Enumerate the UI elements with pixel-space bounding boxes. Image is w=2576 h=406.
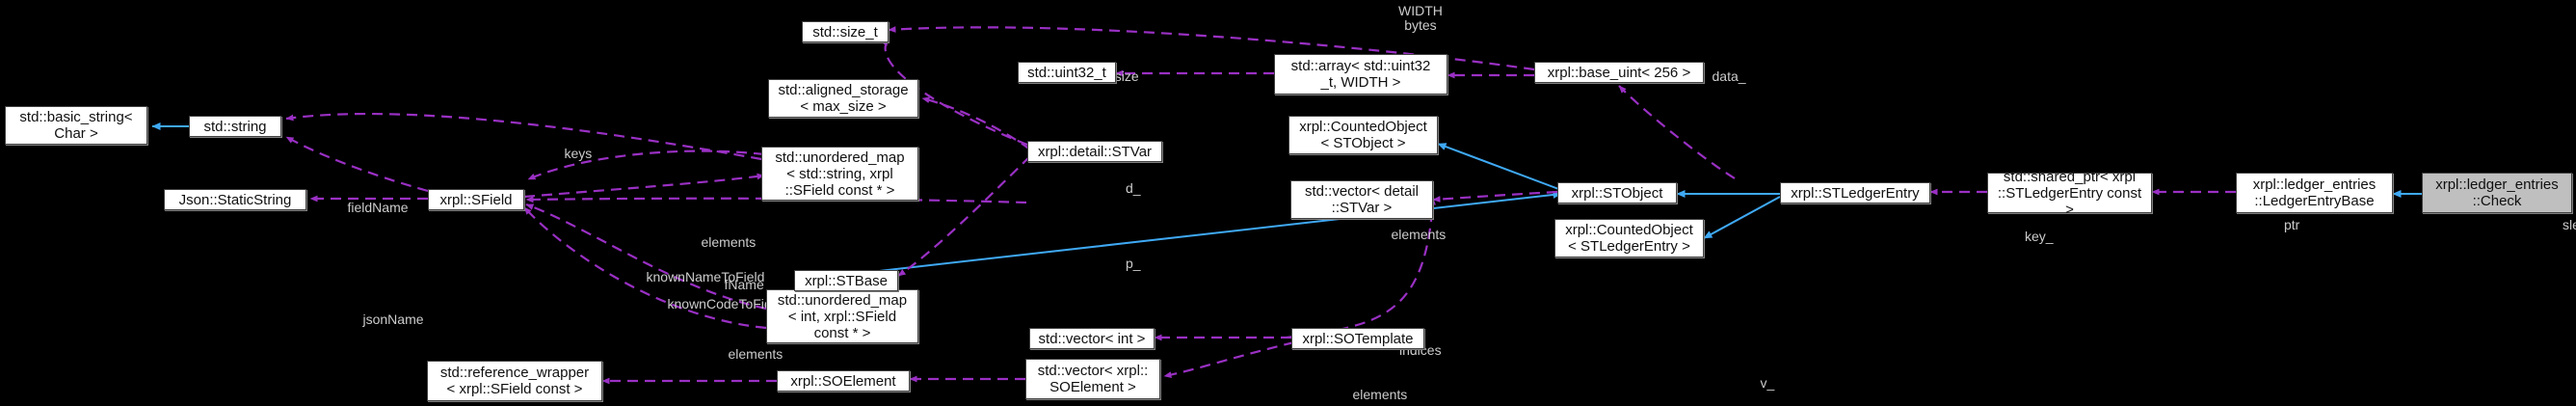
edge-label-elements-sfield: elements: [701, 234, 757, 250]
node-xrpl-stledgerentry[interactable]: xrpl::STLedgerEntry: [1780, 182, 1930, 203]
node-std-basic-string[interactable]: std::basic_string< Char >: [5, 106, 147, 145]
node-unordered-map-string[interactable]: std::unordered_map < std::string, xrpl :…: [761, 147, 918, 201]
edge-label-elements-vecsoel: elements: [1352, 387, 1408, 402]
edge-label-v-underscore: v_: [1760, 375, 1775, 391]
edge-knowncodetofield: [525, 203, 767, 311]
edge-label-jsonname: jsonName: [362, 311, 424, 327]
node-json-staticstring[interactable]: Json::StaticString: [164, 189, 306, 210]
node-ledger-entries-check[interactable]: xrpl::ledger_entries ::Check: [2422, 173, 2572, 213]
node-std-string[interactable]: std::string: [189, 116, 281, 137]
node-countedobject-stobject[interactable]: xrpl::CountedObject < STObject >: [1288, 116, 1438, 154]
edge-label-keys: keys: [564, 146, 593, 161]
edge-stobject-inherits-stbase: [793, 190, 1562, 282]
node-std-shared-ptr-stle[interactable]: std::shared_ptr< xrpl ::STLedgerEntry co…: [1987, 169, 2152, 218]
edge-label-width-bytes: WIDTH bytes: [1398, 3, 1443, 33]
node-vector-detail-stvar[interactable]: std::vector< detail ::STVar >: [1290, 180, 1433, 219]
node-xrpl-sotemplate[interactable]: xrpl::SOTemplate: [1291, 328, 1424, 349]
edge-label-knowncodetofield: knownCodeToField: [667, 296, 783, 311]
edge-label-key-underscore: key_: [2025, 229, 2054, 244]
node-xrpl-sfield[interactable]: xrpl::SField: [428, 189, 524, 210]
node-std-array-uint32[interactable]: std::array< std::uint32 _t, WIDTH >: [1274, 54, 1447, 95]
node-std-size-t[interactable]: std::size_t: [802, 21, 889, 42]
node-xrpl-soelement[interactable]: xrpl::SOElement: [777, 370, 910, 392]
node-xrpl-stobject[interactable]: xrpl::STObject: [1557, 182, 1677, 203]
usage-edges: [285, 26, 2236, 385]
node-xrpl-detail-stvar[interactable]: xrpl::detail::STVar: [1027, 141, 1162, 162]
node-unordered-map-int[interactable]: std::unordered_map < int, xrpl::SField c…: [766, 289, 918, 343]
node-xrpl-stbase[interactable]: xrpl::STBase: [794, 270, 898, 291]
edge-label-d-underscore: d_: [1126, 180, 1141, 196]
node-std-vector-int[interactable]: std::vector< int >: [1029, 328, 1155, 349]
edge-label-ptr: ptr: [2284, 217, 2300, 232]
edge-label-data-underscore: data_: [1712, 68, 1746, 84]
edge-d-underscore: [921, 96, 1031, 150]
edge-knownnametofield: [523, 173, 765, 199]
edge-label-elements-stvar: elements: [1391, 227, 1447, 242]
node-std-uint32-t[interactable]: std::uint32_t: [1018, 62, 1116, 83]
edge-elements-vector-soelement: [1163, 340, 1295, 378]
edge-label-fname: fName: [724, 277, 764, 292]
node-reference-wrapper-sfield[interactable]: std::reference_wrapper < xrpl::SField co…: [427, 361, 602, 401]
edge-v-underscore: [1432, 190, 1558, 203]
node-std-aligned-storage[interactable]: std::aligned_storage < max_size >: [768, 79, 918, 118]
node-countedobject-stle[interactable]: xrpl::CountedObject < STLedgerEntry >: [1554, 219, 1704, 257]
node-ledger-entry-base[interactable]: xrpl::ledger_entries ::LedgerEntryBase: [2236, 173, 2393, 213]
node-vector-soelement[interactable]: std::vector< xrpl:: SOElement >: [1025, 359, 1160, 399]
edge-stobject-inherits-countedobject: [1437, 143, 1562, 191]
edge-keys: [285, 112, 762, 161]
edge-stledgerentry-inherits-countedobject-stle: [1703, 196, 1781, 239]
edge-fieldname: [285, 136, 429, 193]
edge-label-p-underscore: p_: [1126, 256, 1141, 271]
edge-label-fieldname: fieldName: [347, 200, 409, 215]
edge-key-underscore: [1618, 85, 1736, 179]
edge-label-elements-intmap: elements: [728, 346, 783, 362]
edge-label-sle-underscore: sle_: [2563, 217, 2576, 232]
node-xrpl-base-uint-256[interactable]: xrpl::base_uint< 256 >: [1534, 62, 1704, 83]
